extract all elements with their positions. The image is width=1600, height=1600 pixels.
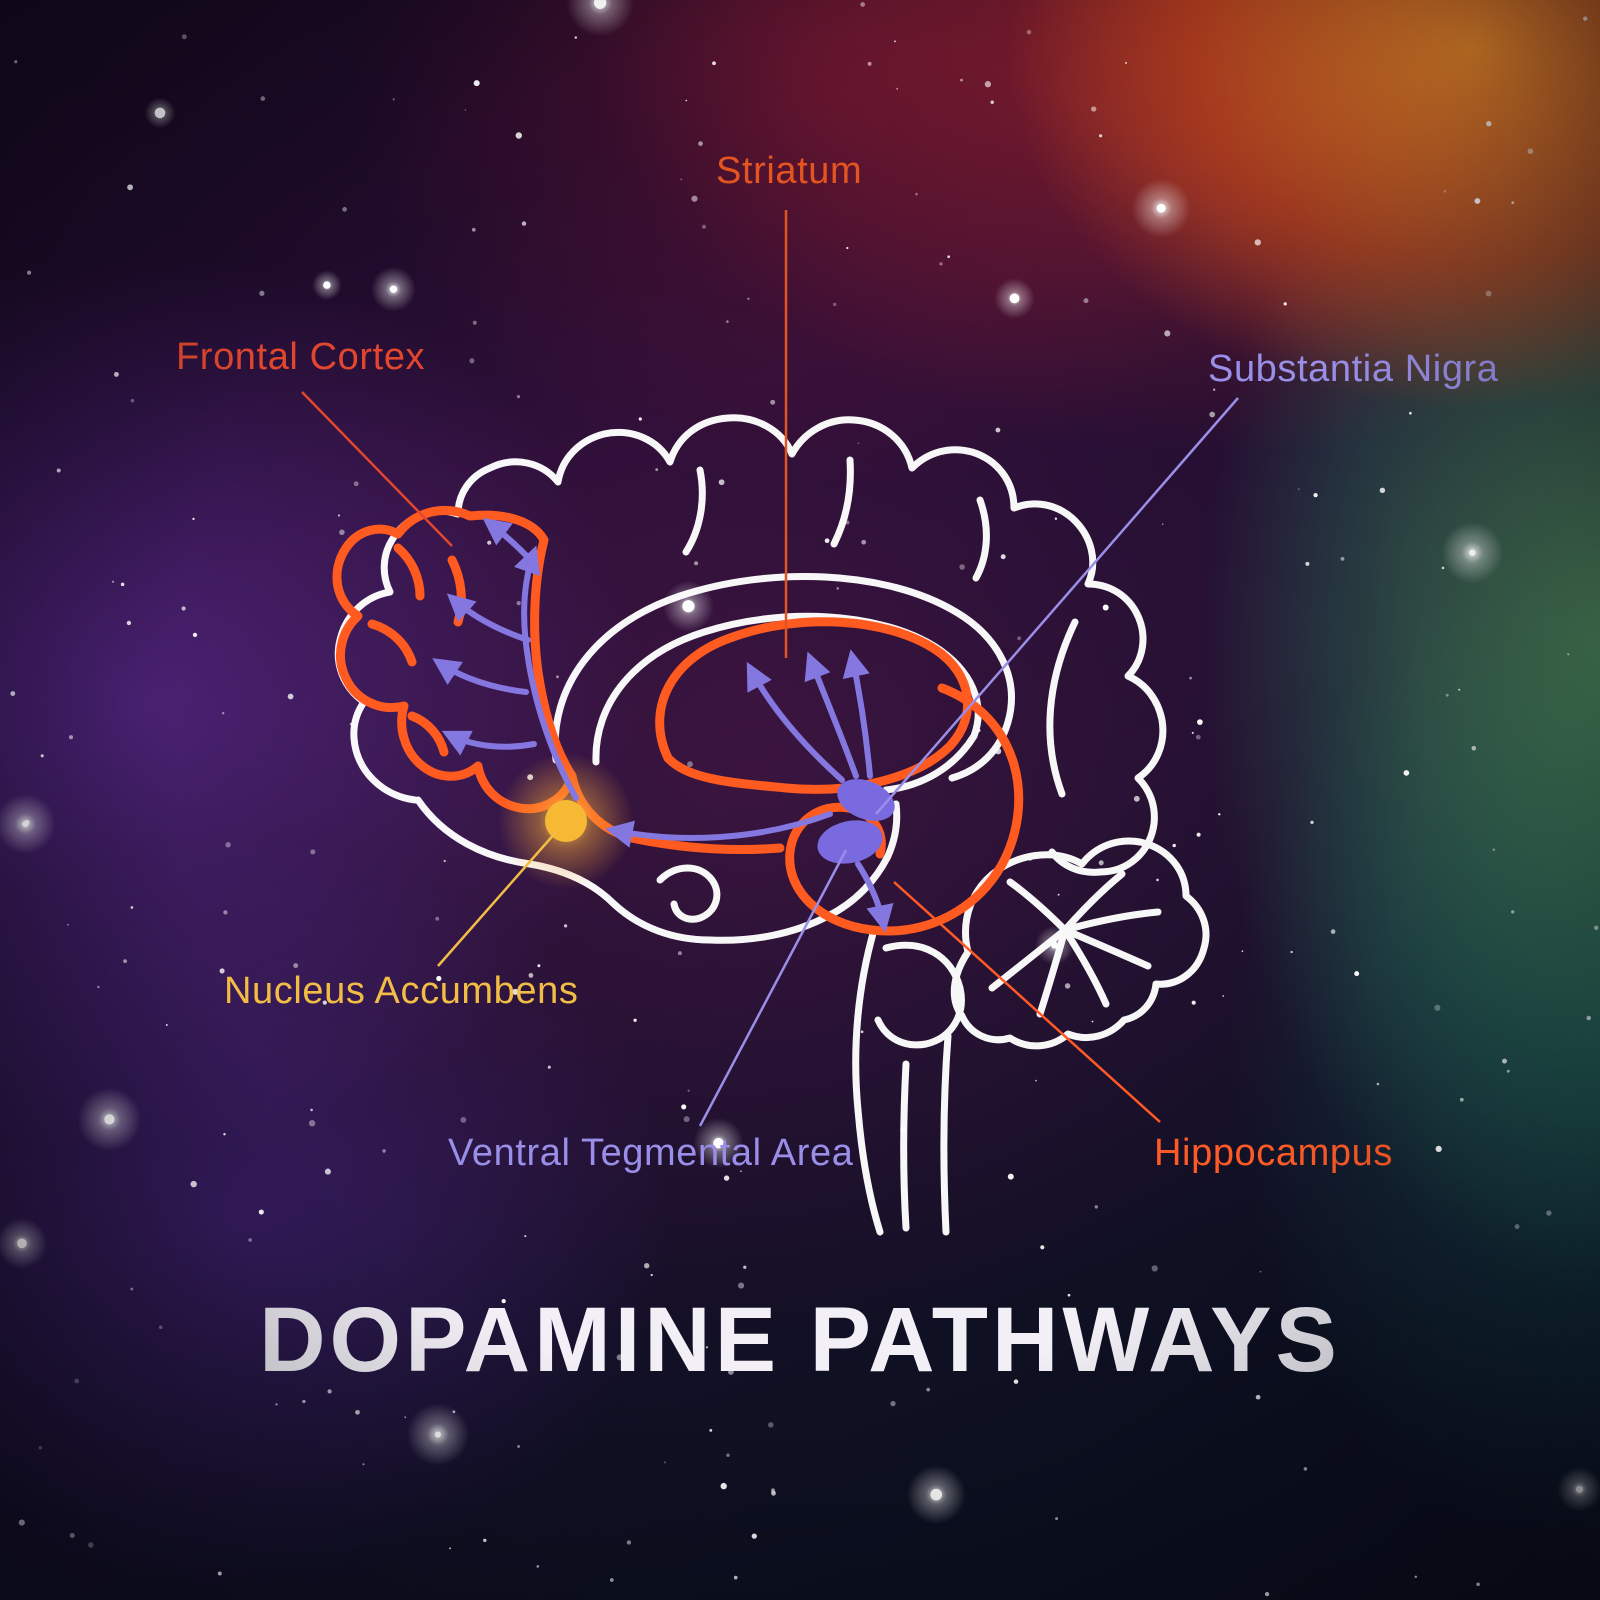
label-ventral-tegmental-area: Ventral Tegmental Area [448, 1132, 854, 1174]
pons [874, 941, 965, 1049]
nigrostriatal-arrow-3 [842, 649, 873, 779]
uncus-spiral [656, 864, 721, 923]
leader-substantia-nigra [875, 397, 1239, 815]
brain-outline [334, 414, 1210, 1236]
brainstem-right [940, 1032, 952, 1236]
cortex-outline [334, 414, 1167, 876]
leader-frontal-cortex [301, 391, 453, 547]
cerebellum-folia-1 [1006, 878, 1069, 934]
label-hippocampus: Hippocampus [1154, 1132, 1393, 1174]
medulla-line [900, 1060, 910, 1232]
frontal-gyrus-3 [407, 711, 449, 757]
leader-ventral-tegmental-area [698, 849, 848, 1127]
frontal-gyrus-4 [447, 555, 466, 627]
frontal-gyrus-2 [367, 619, 417, 667]
mesocortical-branch-2 [432, 658, 529, 695]
poster-title: DOPAMINE PATHWAYS [259, 1289, 1341, 1391]
label-nucleus-accumbens: Nucleus Accumbens [224, 970, 579, 1012]
label-substantia-nigra: Substantia Nigra [1208, 348, 1499, 390]
gyrus-detail-2 [830, 456, 854, 548]
leader-nucleus-accumbens [437, 831, 557, 967]
mesocortical-branch-3 [441, 730, 537, 756]
frontal-gyrus-1 [393, 543, 425, 601]
brainstem-left [852, 926, 884, 1236]
gyrus-detail-1 [682, 466, 706, 556]
hippocampus-outline [785, 683, 1024, 936]
gyrus-detail-4 [1046, 618, 1079, 798]
label-striatum: Striatum [716, 150, 863, 192]
label-frontal-cortex: Frontal Cortex [176, 336, 426, 378]
nigrostriatal-arrow-1 [746, 661, 845, 783]
gyrus-detail-3 [972, 496, 990, 582]
striatum-outline [655, 617, 973, 794]
